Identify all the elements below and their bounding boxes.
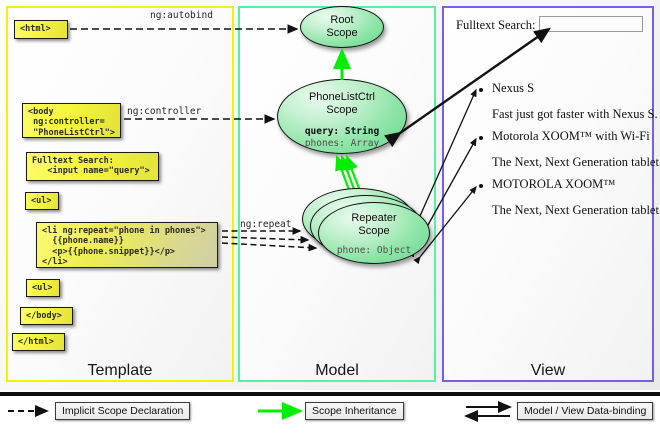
code-box-body-close: </body> — [20, 307, 73, 325]
view-item-title-1: Nexus S — [492, 81, 535, 95]
connector-label-repeat: ng:repeat — [240, 219, 292, 230]
code-box-body-open: <body ng:controller= "PhoneListCtrl"> — [22, 103, 121, 138]
scope-repeater-title-2: Scope — [358, 224, 390, 237]
column-view — [442, 6, 654, 382]
scope-phonelistctrl-prop-query: query: String — [304, 126, 380, 138]
scope-root: Root Scope — [300, 6, 384, 48]
legend-chip-implicit-scope-declaration: Implicit Scope Declaration — [55, 402, 191, 420]
view-bullet-3 — [479, 184, 483, 188]
scope-repeater-prop-phone: phone: Object — [336, 245, 412, 257]
legend-chip-scope-inheritance: Scope Inheritance — [305, 402, 404, 420]
legend-chip-model-view-data-binding: Model / View Data-binding — [517, 402, 654, 420]
view-item-title-3: MOTOROLA XOOM™ — [492, 177, 616, 191]
view-item-title-2: Motorola XOOM™ with Wi-Fi — [492, 129, 650, 143]
scope-phonelistctrl-title-2: Scope — [326, 103, 358, 116]
legend: Implicit Scope Declaration Scope Inherit… — [0, 396, 660, 435]
view-item-snippet-1: Fast just got faster with Nexus S. — [492, 107, 658, 121]
connector-label-controller: ng:controller — [127, 106, 202, 117]
code-box-li-repeat: <li ng:repeat="phone in phones"> {{phone… — [36, 222, 218, 268]
view-search-label: Fulltext Search: — [456, 18, 536, 32]
diagram-body: <html> <body ng:controller= "PhoneListCt… — [0, 0, 660, 390]
view-search-input[interactable] — [539, 16, 643, 32]
column-label-template: Template — [87, 362, 153, 379]
view-bullet-1 — [479, 88, 483, 92]
column-label-model: Model — [315, 362, 359, 379]
scope-phonelistctrl-prop-phones: phones: Array — [304, 138, 380, 150]
code-box-html-open: <html> — [14, 20, 68, 39]
code-box-fulltext-search: Fulltext Search: <input name="query"> — [26, 152, 159, 181]
column-label-view: View — [530, 362, 566, 379]
scope-root-title-1: Root — [330, 14, 354, 26]
legend-divider — [0, 392, 660, 396]
scope-phonelistctrl: PhoneListCtrl Scope query: String phones… — [277, 79, 407, 154]
code-box-ul-close: <ul> — [26, 279, 60, 297]
scope-repeater-title-1: Repeater — [351, 212, 397, 224]
view-item-snippet-2: The Next, Next Generation tablet. — [492, 155, 660, 169]
scope-root-title-2: Scope — [326, 26, 358, 39]
scope-phonelistctrl-title-1: PhoneListCtrl — [308, 91, 376, 103]
scope-repeater: Repeater Scope phone: Object — [318, 202, 430, 264]
view-bullet-2 — [479, 136, 483, 140]
view-item-snippet-3: The Next, Next Generation tablet. — [492, 203, 660, 217]
code-box-html-close: </html> — [12, 333, 65, 351]
connector-label-autobind: ng:autobind — [150, 10, 213, 21]
code-box-ul-open: <ul> — [25, 192, 59, 210]
